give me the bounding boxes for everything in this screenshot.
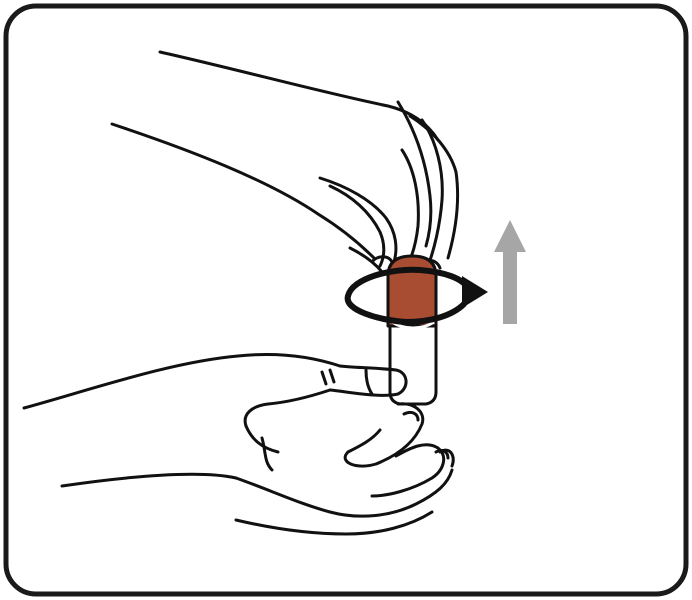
capsule-cap [388,256,436,326]
capsule [388,256,436,404]
capsule-body [390,318,436,404]
